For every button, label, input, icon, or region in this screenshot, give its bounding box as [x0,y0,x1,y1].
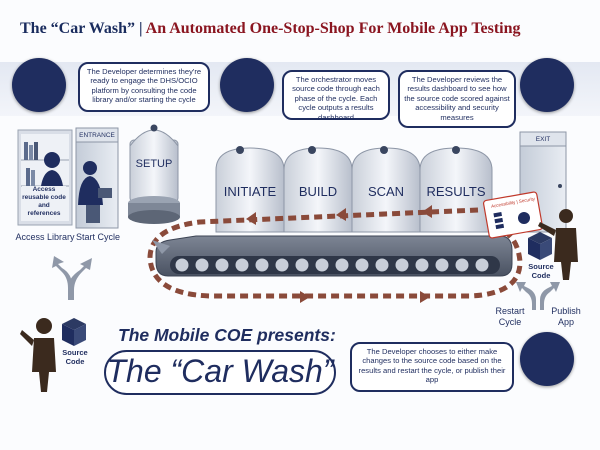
cycle-arrow-loop [147,207,523,299]
source-code-icon-left [62,318,86,346]
car-wash-banner-text: The “Car Wash” [106,353,334,389]
start-cycle-label: Start Cycle [75,232,120,242]
entrance-door-icon [75,127,119,229]
phase-results-label: RESULTS [426,184,486,199]
results-dashboard-icon [482,191,544,239]
bubble-developer-engage: The Developer determines they're ready t… [78,62,210,112]
bubble-orchestrator: The orchestrator moves source code throu… [282,70,390,122]
source-code-label-right: Source Code [528,262,554,280]
step-circle-3 [520,58,574,112]
source-code-label-left: Source Code [62,348,88,366]
library-sign: Access reusable code and references [22,186,66,218]
phase-initiate-label: INITIATE [223,184,277,199]
setup-label: SETUP [135,158,173,170]
conveyor-belt [155,235,513,277]
bubble-developer-review: The Developer reviews the results dashbo… [398,70,516,128]
source-code-icon-right [528,232,552,260]
step-circle-2 [220,58,274,112]
developer-figure-left-icon [20,318,56,392]
gray-arrows [52,240,560,310]
phase-scan-label: SCAN [367,184,405,199]
cycle-arrowheads [246,205,432,303]
step-circle-1 [12,58,66,112]
car-wash-banner [104,350,336,395]
title-subtitle: An Automated One-Stop-Shop For Mobile Ap… [142,20,521,37]
entrance-door-label: ENTRANCE [79,132,115,139]
exit-door-label: EXIT [535,136,551,143]
step-circle-4 [520,332,574,386]
publish-app-label: Publish App [551,306,581,327]
restart-cycle-label: Restart Cycle [495,306,525,327]
presents-heading: The Mobile COE presents: [118,325,336,345]
bubble-developer-choice: The Developer chooses to either make cha… [350,342,514,392]
access-library-label: Access Library [15,232,75,242]
developer-figure-icon [538,209,578,280]
phase-build-label: BUILD [298,184,338,199]
page-title: The “Car Wash” | An Automated One-Stop-S… [20,20,521,38]
title-main: The “Car Wash” | [20,20,143,37]
setup-dome-icon [128,124,180,224]
